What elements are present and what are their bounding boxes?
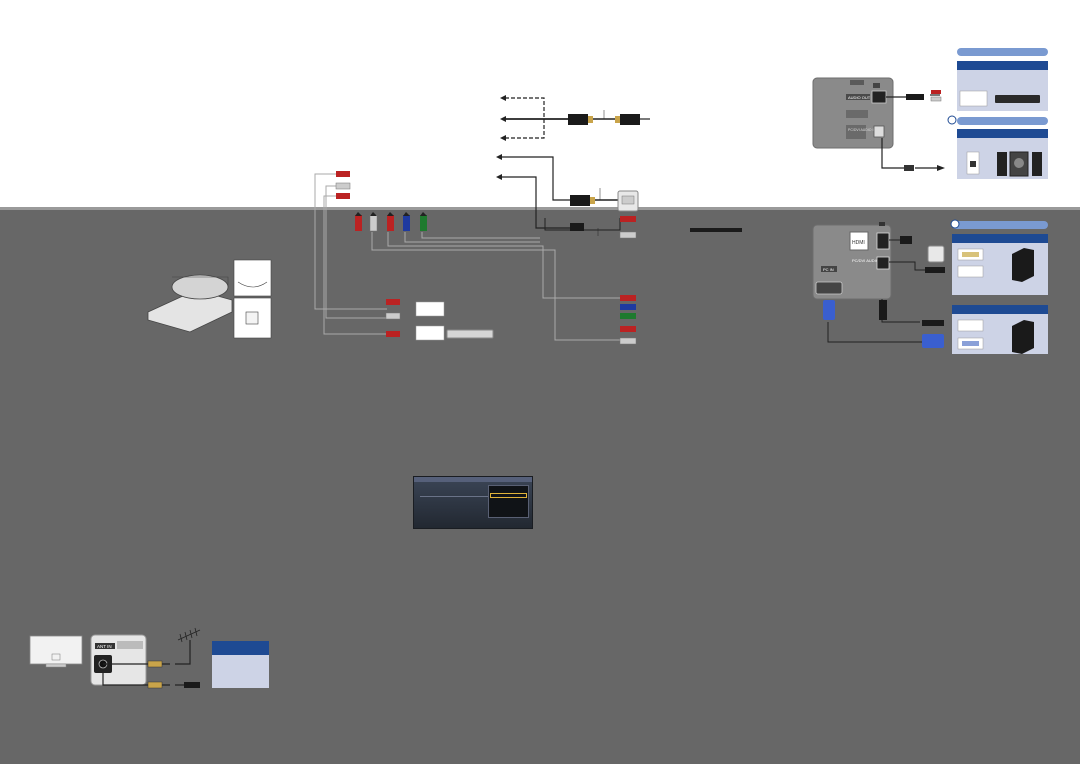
divider — [0, 207, 1080, 210]
dvi-connector-icon — [570, 188, 639, 212]
menu-title-bar — [414, 477, 532, 482]
pc-in-label: PC IN — [823, 267, 834, 272]
optical-plug-icon — [937, 165, 945, 171]
av-receiver-panel — [957, 48, 1048, 111]
optical-plug-icon — [904, 165, 914, 171]
antenna-info-panel — [212, 641, 269, 688]
home-theater-panel — [957, 117, 1048, 179]
coax-plugs — [147, 660, 200, 689]
audio-plug-icon — [906, 94, 924, 100]
rca-plug-icon — [930, 96, 942, 102]
pc-tower-icon — [1012, 248, 1034, 282]
pc-dvi-audio-in-label: PC/DVI AUDIO IN — [852, 258, 884, 263]
rca-plug-icon — [335, 171, 637, 345]
pc-panel-1 — [952, 221, 1048, 295]
pc-connector-icons — [823, 236, 945, 348]
cable-strip — [690, 228, 742, 232]
audio-cable — [881, 94, 940, 169]
bd-player-icon — [995, 95, 1040, 103]
rca-plug-icon — [931, 90, 941, 94]
note-icon — [947, 115, 957, 125]
tv-rear-panel-pc: HDMI PC/DVI AUDIO IN PC IN — [812, 222, 892, 300]
pc-panel-2 — [952, 305, 1048, 354]
top-area — [0, 0, 1080, 209]
component-cables — [314, 173, 620, 341]
arrow-heads — [355, 212, 427, 216]
antenna-icon — [177, 627, 201, 643]
tv-rear-panel-audio: AUDIO OUT PC/DVI AUDIO IN — [812, 77, 894, 149]
menu-separator — [420, 496, 492, 497]
hdmi-label: HDMI — [852, 240, 865, 246]
pc-dvi-audio-label: PC/DVI AUDIO IN — [848, 128, 876, 132]
arrow-heads — [496, 95, 506, 180]
vga-connector-icon — [823, 300, 835, 320]
bd-player-icon — [446, 329, 494, 339]
menu-option-list — [488, 485, 529, 518]
device-boxes — [415, 301, 494, 341]
pc-tower-icon — [1012, 320, 1034, 354]
audio-out-label: AUDIO OUT — [848, 95, 871, 100]
vga-connector-icon — [922, 334, 944, 348]
tv-front-icon — [29, 635, 83, 668]
bottom-area — [0, 209, 1080, 764]
hdmi-connector-icon — [568, 110, 640, 125]
on-screen-menu — [413, 476, 533, 529]
note-icon — [950, 219, 960, 229]
ant-in-label: ANT IN — [97, 644, 112, 649]
stand-assembly-icon — [147, 259, 272, 339]
tv-rear-panel-antenna: ANT IN — [90, 634, 147, 686]
menu-selected-option[interactable] — [490, 493, 527, 498]
optical-plug-icon — [570, 216, 637, 239]
